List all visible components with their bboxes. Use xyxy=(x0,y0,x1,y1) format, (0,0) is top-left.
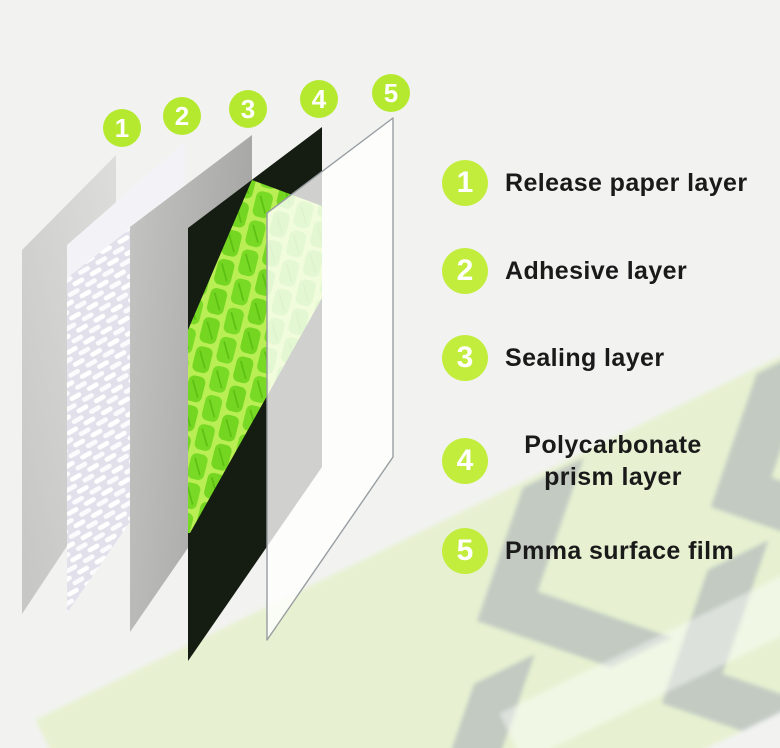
legend-label: Polycarbonate prism layer xyxy=(524,431,702,491)
legend-number-disc: 2 xyxy=(442,248,488,294)
sheet-pmma xyxy=(266,117,394,641)
legend-label: Release paper layer xyxy=(505,169,748,197)
chevron-left-icon xyxy=(710,343,780,554)
legend-item-pmma-film: 5 Pmma surface film xyxy=(442,528,734,574)
exploded-layers xyxy=(22,117,394,661)
chevron-left-icon xyxy=(476,457,672,668)
legend-number-disc: 3 xyxy=(442,335,488,381)
legend-number-disc: 1 xyxy=(442,160,488,206)
chevron-left-icon xyxy=(661,539,780,748)
tape-glare-streak xyxy=(499,450,780,748)
legend-label: Adhesive layer xyxy=(505,257,688,285)
legend-item-sealing: 3 Sealing layer xyxy=(442,335,664,381)
corner-tape-art xyxy=(35,193,780,748)
badge-2: 2 xyxy=(163,97,201,135)
badge-4: 4 xyxy=(300,80,338,118)
chevron-left-icon xyxy=(427,653,623,748)
legend-label: Pmma surface film xyxy=(505,537,735,565)
legend-number-disc: 5 xyxy=(442,528,488,574)
badge-5: 5 xyxy=(372,74,410,112)
legend-number-disc: 4 xyxy=(442,438,488,484)
legend-label: Sealing layer xyxy=(505,344,665,372)
badge-1: 1 xyxy=(103,109,141,147)
legend-item-adhesive: 2 Adhesive layer xyxy=(442,248,687,294)
legend-item-release-paper: 1 Release paper layer xyxy=(442,160,747,206)
badge-3: 3 xyxy=(229,90,267,128)
tape-band xyxy=(35,193,780,748)
legend-item-polycarbonate-prism: 4 Polycarbonate prism layer xyxy=(442,429,721,493)
